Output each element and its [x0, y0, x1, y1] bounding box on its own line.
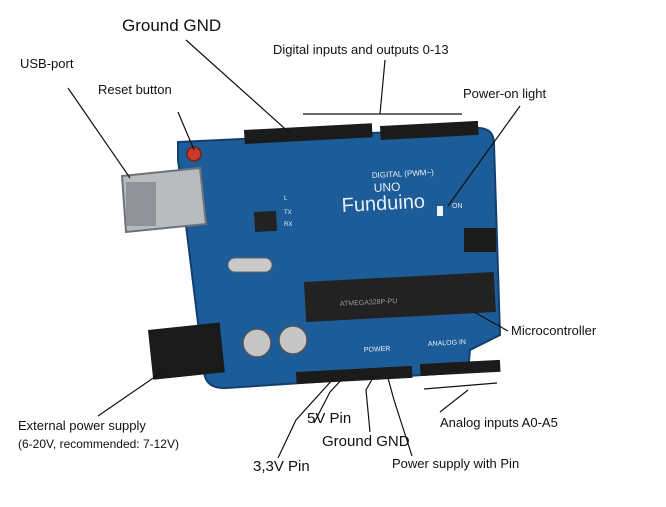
leader-reset-button [177, 111, 195, 151]
label-analog-inputs: Analog inputs A0-A5 [440, 415, 558, 430]
bracket-analog-inputs [423, 382, 498, 390]
rx-caption: RX [284, 222, 292, 228]
usb-chip [254, 210, 278, 232]
capacitor-2 [278, 325, 308, 355]
leader-ground-bottom [365, 375, 375, 433]
tx-caption: TX [284, 210, 292, 216]
leader-ground-top [185, 39, 293, 136]
label-external-power: External power supply [18, 418, 146, 433]
leader-usb-port [67, 87, 131, 179]
digital-header-left [243, 123, 373, 144]
pcb-board [177, 126, 502, 390]
crystal [227, 257, 273, 273]
reset-button-shape [186, 146, 202, 162]
power-caption: POWER [364, 346, 391, 354]
leader-power-supply-pin [387, 377, 413, 457]
leader-digital-io [379, 59, 386, 115]
label-3v3-pin: 3,3V Pin [253, 458, 310, 475]
leader-analog-inputs [439, 389, 469, 413]
power-on-led [437, 206, 443, 216]
l-caption: L [284, 196, 288, 202]
capacitor-1 [242, 328, 272, 358]
digital-header-right [379, 120, 479, 140]
label-microcontroller: Microcontroller [511, 323, 597, 338]
power-header [296, 365, 413, 384]
microcontroller-chip [304, 272, 496, 322]
leader-power-on-light [447, 105, 521, 207]
label-power-on-light: Power-on light [463, 86, 547, 101]
label-usb-port: USB-port [20, 56, 74, 71]
analog-header [420, 359, 501, 376]
label-ground-bottom: Ground GND [322, 433, 410, 450]
label-5v-pin: 5V Pin [307, 410, 352, 427]
digital-caption: DIGITAL (PWM~) [372, 168, 435, 180]
label-reset-button: Reset button [98, 82, 172, 97]
leader-5v-pin [313, 375, 346, 424]
on-caption: ON [452, 203, 463, 210]
icsp-header [464, 228, 496, 252]
label-power-supply-pin: Power supply with Pin [392, 456, 520, 471]
label-external-power-note: (6-20V, recommended: 7-12V) [18, 437, 179, 451]
chip-marking: ATMEGA328P-PU [340, 298, 398, 308]
label-digital-io: Digital inputs and outputs 0-13 [273, 42, 449, 57]
brand-text: Funduino [341, 191, 425, 217]
label-ground-top: Ground GND [122, 16, 222, 35]
usb-port-face [126, 182, 156, 226]
power-jack [148, 322, 225, 380]
model-text: UNO [373, 180, 400, 195]
leader-3v3-pin [277, 377, 335, 459]
leader-external-power [97, 371, 163, 417]
analog-caption: ANALOG IN [428, 339, 466, 348]
leader-microcontroller [473, 311, 509, 332]
